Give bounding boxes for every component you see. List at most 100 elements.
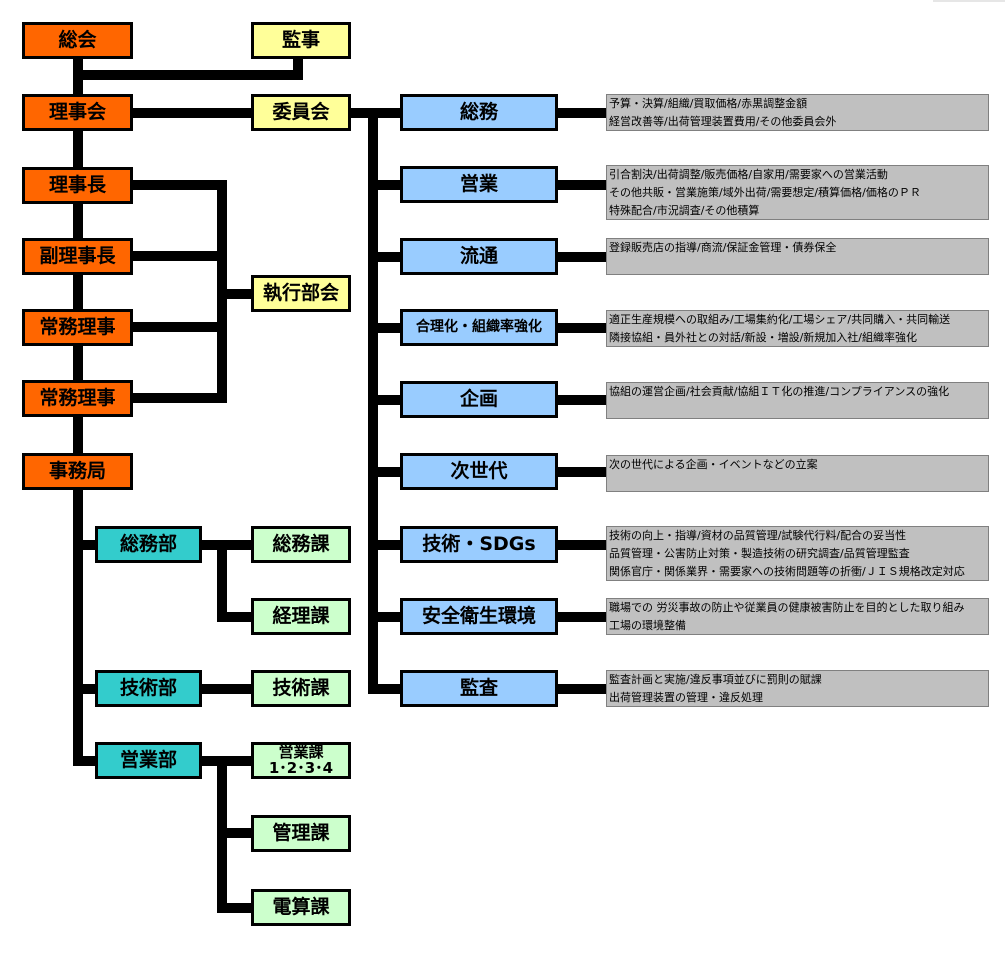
connector-line bbox=[133, 180, 227, 190]
connector-line bbox=[368, 612, 401, 622]
connector-line bbox=[73, 756, 96, 766]
soumuka-label: 総務課 bbox=[272, 532, 330, 555]
description-line: 特殊配合/市況調査/その他積算 bbox=[609, 204, 760, 217]
connector-line bbox=[133, 108, 251, 118]
committee-label: 企画 bbox=[459, 387, 498, 410]
connector-line bbox=[368, 540, 401, 550]
gijutsubu-label: 技術部 bbox=[119, 676, 177, 699]
committee-description: 職場での 労災事故の防止や従業員の健康被害防止を目的とした取り組み 工場の環境整… bbox=[606, 598, 989, 635]
connector-line bbox=[73, 70, 303, 80]
description-line: 隣接協組・員外社との対話/新設・増設/新規加入社/組織率強化 bbox=[609, 331, 918, 344]
connector-line bbox=[368, 467, 401, 477]
description-line: 経営改善等/出荷管理装置費用/その他委員会外 bbox=[609, 115, 837, 128]
shikkou-bukai-label: 執行部会 bbox=[262, 281, 339, 304]
committee-ryuutsuu-box: 流通 bbox=[400, 238, 558, 275]
connector-line bbox=[556, 252, 608, 262]
gijutsubu-box: 技術部 bbox=[95, 670, 202, 707]
connector-line bbox=[73, 417, 83, 455]
committee-label: 安全衛生環境 bbox=[421, 604, 536, 627]
description-line: 技術の向上・指導/資材の品質管理/試験代行料/配合の妥当性 bbox=[609, 529, 907, 542]
committee-eigyou-box: 営業 bbox=[400, 166, 558, 203]
soumubu-box: 総務部 bbox=[95, 526, 202, 563]
iinkai-label: 委員会 bbox=[272, 100, 330, 123]
description-line: 品質管理・公害防止対策・製造技術の研究調査/品質管理監査 bbox=[609, 547, 910, 560]
committee-kansa-box: 監査 bbox=[400, 670, 558, 707]
connector-line bbox=[133, 251, 227, 261]
jimukyoku-box: 事務局 bbox=[22, 453, 133, 490]
soumubu-label: 総務部 bbox=[119, 532, 177, 555]
connector-line bbox=[73, 540, 96, 550]
connector-line bbox=[73, 273, 83, 311]
description-line: 出荷管理装置の管理・違反処理 bbox=[609, 691, 763, 704]
eigyouka-label-line2: 1･2･3･4 bbox=[268, 758, 334, 777]
connector-line bbox=[217, 828, 252, 838]
connector-line bbox=[556, 684, 608, 694]
connector-line bbox=[556, 540, 608, 550]
connector-line bbox=[556, 395, 608, 405]
eigyoubu-label: 営業部 bbox=[119, 748, 177, 771]
description-line: 引合割決/出荷調整/販売価格/自家用/需要家への営業活動 bbox=[609, 168, 888, 181]
committee-description: 登録販売店の指導/商流/保証金管理・債券保全 bbox=[606, 238, 989, 275]
kanji-label: 監事 bbox=[281, 28, 320, 51]
committee-anzen-box: 安全衛生環境 bbox=[400, 598, 558, 635]
committee-description: 適正生産規模への取組み/工場集約化/工場シェア/共同購入・共同輸送 隣接協組・員… bbox=[606, 310, 989, 347]
description-line: 工場の環境整備 bbox=[609, 619, 686, 632]
committee-jisedai-box: 次世代 bbox=[400, 453, 558, 490]
connector-line bbox=[556, 323, 608, 333]
committee-gijutsu-sdgs-box: 技術・SDGs bbox=[400, 526, 558, 563]
connector-line bbox=[73, 202, 83, 240]
description-line: 監査計画と実施/違反事項並びに罰則の賦課 bbox=[609, 673, 822, 686]
soukai-label: 総会 bbox=[58, 28, 97, 51]
connector-line bbox=[293, 56, 303, 80]
description-line: 職場での 労災事故の防止や従業員の健康被害防止を目的とした取り組み bbox=[609, 601, 965, 614]
committee-label: 流通 bbox=[459, 244, 498, 267]
eigyoubu-box: 営業部 bbox=[95, 742, 202, 779]
rijichou-label: 理事長 bbox=[48, 173, 106, 196]
joumu-riji-box-1: 常務理事 bbox=[22, 309, 133, 346]
committee-label: 営業 bbox=[459, 172, 498, 195]
connector-line bbox=[133, 322, 227, 332]
description-line: 協組の運営企画/社会貢献/協組ＩＴ化の推進/コンプライアンスの強化 bbox=[609, 385, 950, 398]
committee-label: 技術・SDGs bbox=[422, 532, 536, 555]
description-line: 関係官庁・関係業界・需要家への技術問題等の折衝/ＪＩＳ規格改定対応 bbox=[609, 565, 965, 578]
rijikai-box: 理事会 bbox=[22, 94, 133, 131]
connector-line bbox=[201, 684, 252, 694]
connector-line bbox=[73, 684, 96, 694]
connector-line bbox=[73, 490, 83, 765]
kanrika-label: 管理課 bbox=[272, 821, 330, 844]
connector-line bbox=[556, 612, 608, 622]
eigyouka-label-line1: 営業課 bbox=[278, 742, 324, 761]
connector-line bbox=[217, 612, 252, 622]
kanji-box: 監事 bbox=[251, 22, 351, 59]
connector-line bbox=[368, 684, 401, 694]
connector-line bbox=[556, 467, 608, 477]
connector-line bbox=[217, 540, 227, 622]
jimukyoku-label: 事務局 bbox=[48, 459, 106, 482]
connector-line bbox=[556, 180, 608, 190]
densanka-label: 電算課 bbox=[272, 895, 330, 918]
kanrika-box: 管理課 bbox=[251, 815, 351, 852]
connector-line bbox=[368, 395, 401, 405]
gijutsuka-label: 技術課 bbox=[272, 676, 330, 699]
soumuka-box: 総務課 bbox=[251, 526, 351, 563]
fukurijichou-label: 副理事長 bbox=[39, 244, 116, 267]
description-line: 次の世代による企画・イベントなどの立案 bbox=[609, 458, 818, 471]
eigyouka-box: 営業課 1･2･3･4 bbox=[251, 742, 351, 779]
committee-kikaku-box: 企画 bbox=[400, 381, 558, 418]
joumu-riji-label-2: 常務理事 bbox=[39, 386, 116, 409]
description-line: その他共販・営業施策/域外出荷/需要想定/積算価格/価格のＰＲ bbox=[609, 186, 921, 199]
connector-line bbox=[368, 252, 401, 262]
committee-label: 監査 bbox=[459, 676, 498, 699]
committee-description: 次の世代による企画・イベントなどの立案 bbox=[606, 455, 989, 492]
committee-description: 監査計画と実施/違反事項並びに罰則の賦課 出荷管理装置の管理・違反処理 bbox=[606, 670, 989, 707]
connector-line bbox=[556, 108, 608, 118]
keirika-box: 経理課 bbox=[251, 598, 351, 635]
connector-line bbox=[217, 289, 251, 299]
connector-line bbox=[73, 130, 83, 170]
committee-label: 次世代 bbox=[450, 459, 508, 482]
rijikai-label: 理事会 bbox=[48, 100, 106, 123]
rijichou-box: 理事長 bbox=[22, 167, 133, 204]
connector-line bbox=[368, 323, 401, 333]
densanka-box: 電算課 bbox=[251, 889, 351, 926]
connector-line bbox=[368, 180, 401, 190]
